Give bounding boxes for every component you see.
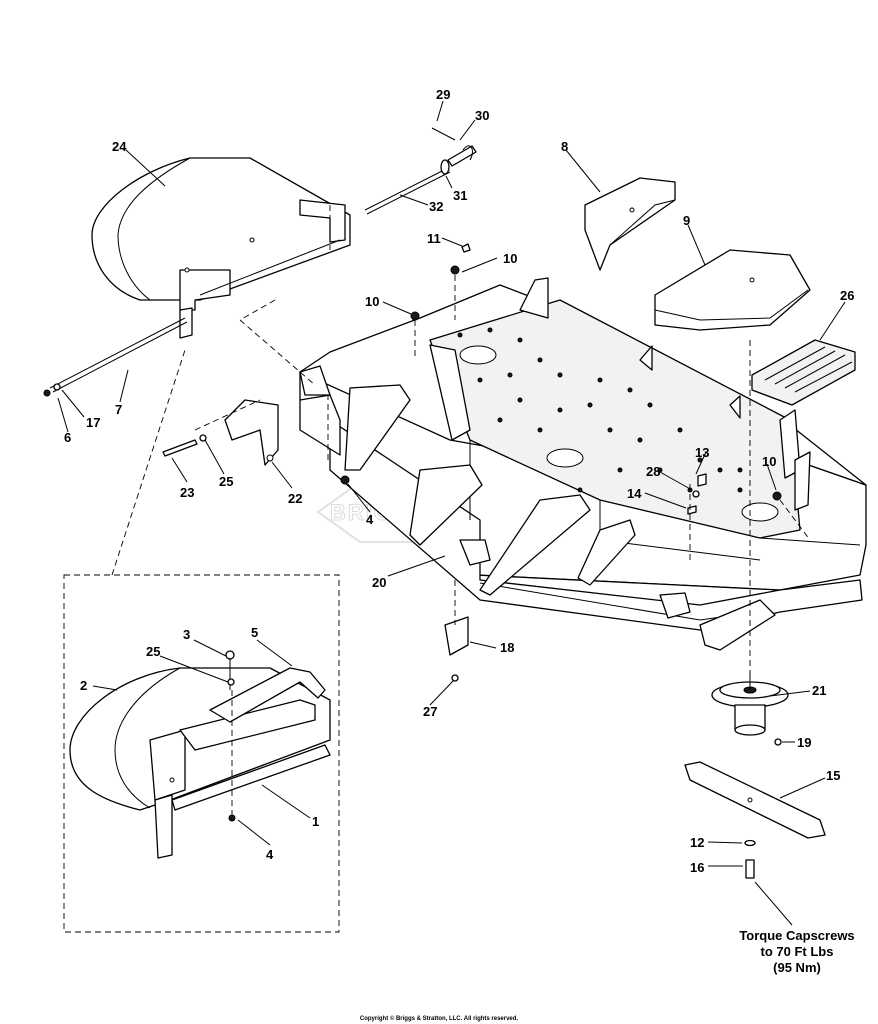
assembly-lines xyxy=(194,205,811,815)
leader-lines xyxy=(57,100,846,926)
chute-rod xyxy=(43,317,188,397)
callout-17: 17 xyxy=(86,415,100,430)
belt-shield-8 xyxy=(584,177,676,271)
callout-32: 32 xyxy=(429,199,443,214)
callout-9: 9 xyxy=(683,213,690,228)
callout-19: 19 xyxy=(797,735,811,750)
callout-3: 3 xyxy=(183,627,190,642)
callout-23: 23 xyxy=(180,485,194,500)
callout-26: 26 xyxy=(840,288,854,303)
bolt-23 xyxy=(162,434,207,457)
callout-11: 11 xyxy=(427,231,441,246)
inset-chute-2 xyxy=(69,667,331,859)
torque-note: Torque Capscrews to 70 Ft Lbs (95 Nm) xyxy=(739,928,854,975)
torque-note-line-1: Torque Capscrews xyxy=(739,928,854,943)
callout-6: 6 xyxy=(64,430,71,445)
callout-21: 21 xyxy=(812,683,826,698)
belt-shield-9 xyxy=(654,249,811,331)
mower-deck-shell xyxy=(299,277,867,651)
callout-29: 29 xyxy=(436,87,450,102)
torque-note-line-2: to 70 Ft Lbs xyxy=(761,944,834,959)
callout-25: 25 xyxy=(219,474,233,489)
pivot-rod xyxy=(364,127,477,215)
callout-10: 10 xyxy=(762,454,776,469)
copyright-notice: Copyright © Briggs & Stratton, LLC. All … xyxy=(360,1015,519,1022)
torque-note-line-3: (95 Nm) xyxy=(773,960,821,975)
callout-20: 20 xyxy=(372,575,386,590)
callout-labels: 29 30 24 8 31 32 9 11 10 26 10 17 7 6 13… xyxy=(64,87,854,875)
blade-15 xyxy=(684,761,826,879)
callout-22: 22 xyxy=(288,491,302,506)
discharge-chute xyxy=(91,157,351,339)
callout-2: 2 xyxy=(80,678,87,693)
callout-25: 25 xyxy=(146,644,160,659)
callout-4: 4 xyxy=(266,847,274,862)
callout-31: 31 xyxy=(453,188,467,203)
callout-28: 28 xyxy=(646,464,660,479)
callout-10: 10 xyxy=(503,251,517,266)
inset-detail-box xyxy=(63,349,340,933)
callout-5: 5 xyxy=(251,625,258,640)
bracket-18 xyxy=(444,616,469,682)
callout-7: 7 xyxy=(115,402,122,417)
callout-10: 10 xyxy=(365,294,379,309)
callout-30: 30 xyxy=(475,108,489,123)
callout-15: 15 xyxy=(826,768,840,783)
bracket-22 xyxy=(224,399,279,466)
spindle-21 xyxy=(711,672,789,746)
callout-16: 16 xyxy=(690,860,704,875)
callout-12: 12 xyxy=(690,835,704,850)
small-hardware xyxy=(340,243,782,515)
callout-13: 13 xyxy=(695,445,709,460)
foot-pad-26 xyxy=(751,339,856,406)
callout-24: 24 xyxy=(112,139,127,154)
callout-18: 18 xyxy=(500,640,514,655)
callout-4: 4 xyxy=(366,512,374,527)
inset-bracket-5 xyxy=(209,650,326,822)
callout-8: 8 xyxy=(561,139,568,154)
callout-14: 14 xyxy=(627,486,642,501)
callout-27: 27 xyxy=(423,704,437,719)
callout-1: 1 xyxy=(312,814,319,829)
